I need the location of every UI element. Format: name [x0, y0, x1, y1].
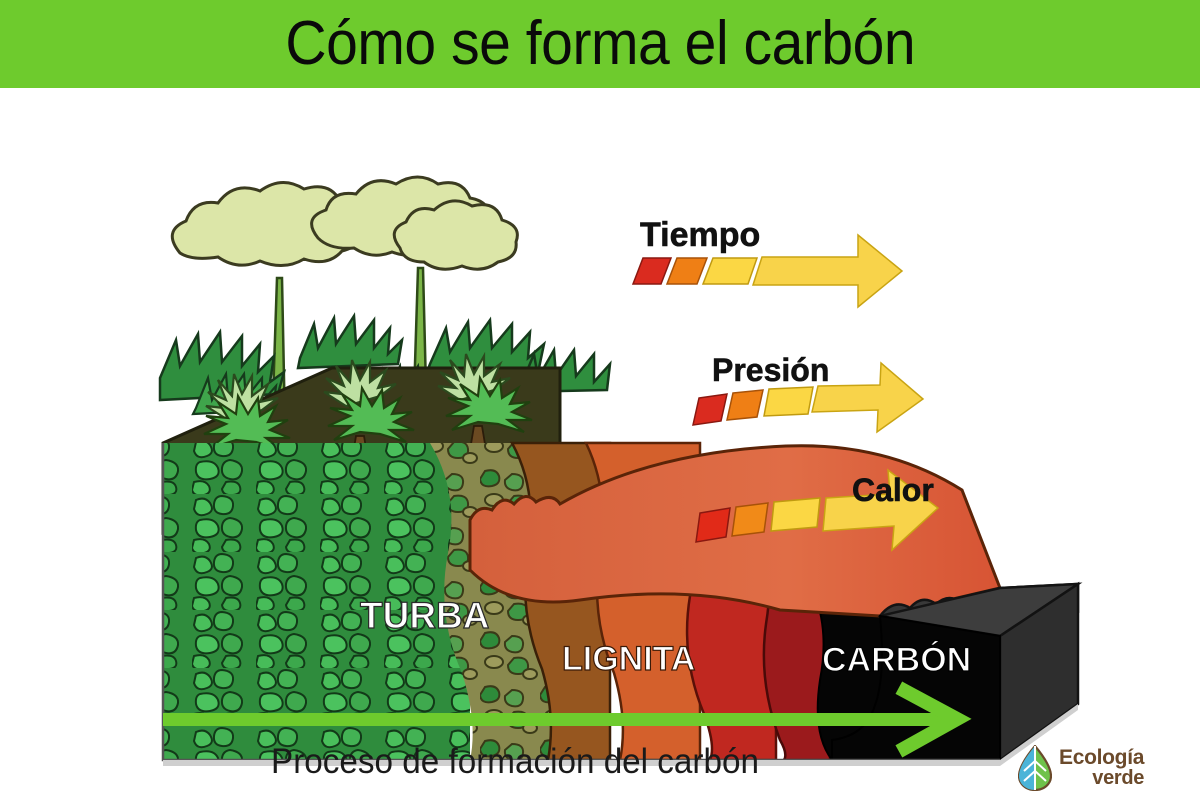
label-presion: Presión — [712, 352, 829, 388]
ecologia-verde-logo[interactable]: Ecología verde — [1018, 742, 1188, 794]
diagram-illustration: Tiempo Presión Calor TURBA LIGNITA CARBÓ… — [0, 88, 1200, 800]
process-caption: Proceso de formación del carbón — [271, 742, 759, 781]
calor-segments — [695, 497, 821, 543]
tiempo-segments — [631, 257, 759, 285]
factor-arrow-tiempo — [631, 233, 904, 309]
calor-arrowhead — [822, 468, 940, 552]
page-title: Cómo se forma el carbón — [285, 9, 915, 78]
presion-arrowhead — [811, 361, 925, 434]
factor-arrow-presion — [692, 361, 925, 434]
process-arrow — [163, 681, 972, 758]
leaf-icon — [1018, 745, 1052, 791]
label-carbon: CARBÓN — [822, 641, 971, 679]
label-lignita: LIGNITA — [562, 640, 695, 678]
title-banner: Cómo se forma el carbón — [0, 0, 1200, 88]
presion-segments — [692, 386, 814, 426]
tiempo-arrowhead — [751, 233, 904, 309]
label-tiempo: Tiempo — [640, 216, 760, 254]
logo-line-verde: verde — [1092, 766, 1145, 789]
label-calor: Calor — [852, 472, 934, 508]
logo-line-ecologia: Ecología — [1059, 746, 1145, 770]
logo-wordmark: Ecología verde — [1059, 746, 1145, 789]
factor-arrow-calor — [695, 468, 940, 552]
label-turba: TURBA — [360, 595, 489, 636]
